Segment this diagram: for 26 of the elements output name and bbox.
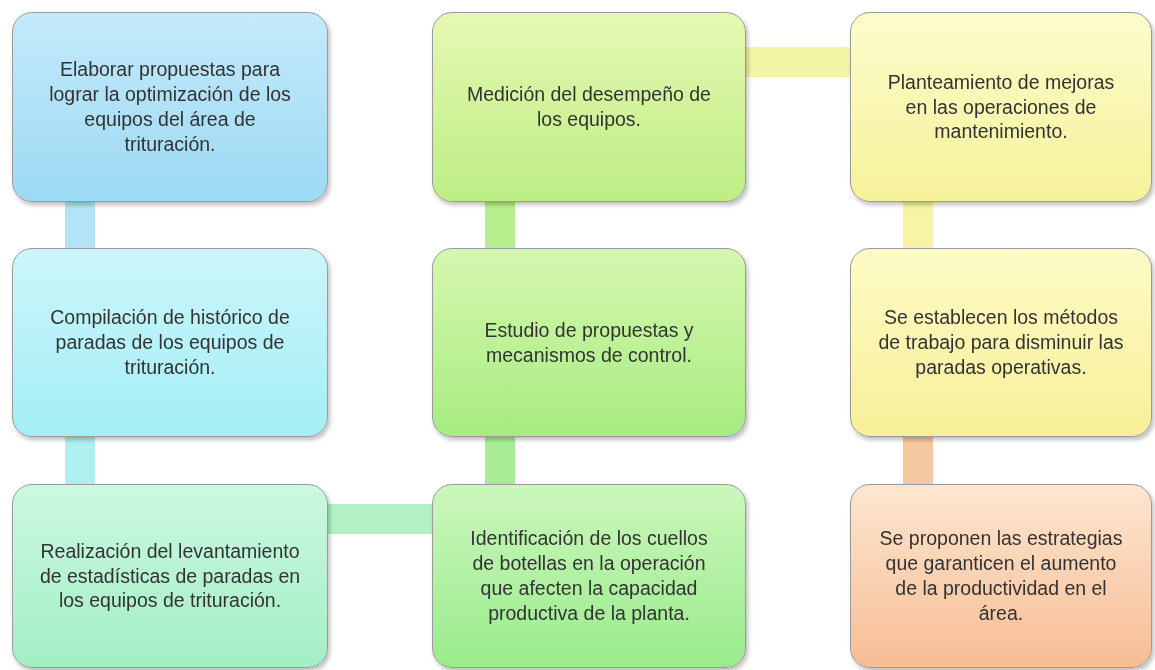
process-box bbox=[12, 484, 328, 668]
process-box bbox=[850, 484, 1152, 668]
step-text: Realización del levantamiento de estadísticas de paradas en los equipos de trituración. bbox=[39, 538, 301, 614]
connector-bar bbox=[328, 504, 432, 534]
connector-bar bbox=[65, 202, 95, 248]
connector-bar bbox=[903, 437, 933, 484]
process-box bbox=[432, 484, 746, 668]
connector-bar bbox=[903, 202, 933, 248]
step-text: Compilación de histórico de paradas de los equipos de trituración. bbox=[49, 305, 291, 380]
process-box bbox=[432, 248, 746, 437]
step-text: Elaborar propuestas para lograr la optimización de los equipos del área de trituración. bbox=[48, 57, 292, 157]
process-box bbox=[850, 12, 1152, 202]
step-text: Planteamiento de mejoras en las operaciones de mantenimiento. bbox=[886, 69, 1116, 145]
step-text: Se establecen los métodos de trabajo para disminuir las paradas operativas. bbox=[877, 305, 1125, 380]
connector-bar bbox=[65, 437, 95, 484]
process-box bbox=[12, 12, 328, 202]
step-text: Medición del desempeño de los equipos. bbox=[466, 82, 712, 132]
connector-bar bbox=[485, 437, 515, 484]
step-text: Se proponen las estrategias que garanticen el aumento de la productividad en el área. bbox=[878, 526, 1124, 626]
step-text: Estudio de propuestas y mecanismos de control. bbox=[483, 317, 695, 368]
connector-bar bbox=[746, 47, 850, 77]
process-box bbox=[850, 248, 1152, 437]
process-box bbox=[432, 12, 746, 202]
step-text: Identificación de los cuellos de botellas en la operación que afecten la capacidad productiva de la planta. bbox=[469, 526, 709, 626]
process-box bbox=[12, 248, 328, 437]
connector-bar bbox=[485, 202, 515, 248]
